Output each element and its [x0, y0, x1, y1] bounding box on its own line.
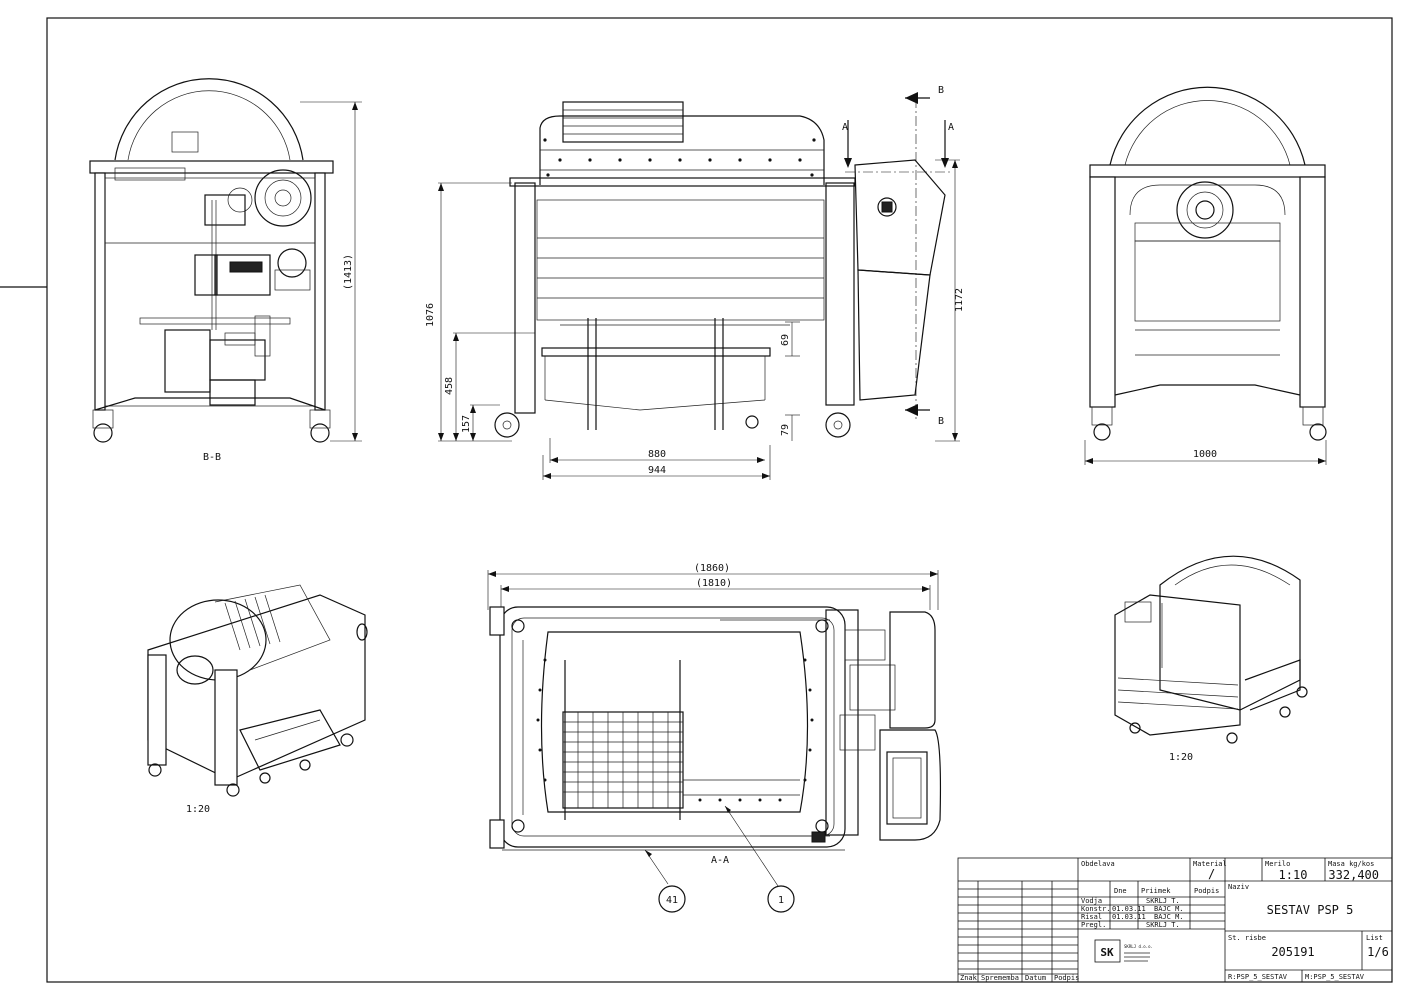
title-block: Obdelava Material / Merilo 1:10 Masa kg/… [957, 857, 1393, 983]
tb-file-right: M:PSP_5_SESTAV [1305, 973, 1365, 981]
tb-naziv-label: Naziv [1228, 883, 1249, 891]
tb-row-label: Pregl. [1081, 921, 1106, 929]
tb-masa-label: Masa kg/kos [1328, 860, 1374, 868]
tb-rev-sprememba: Sprememba [981, 974, 1019, 982]
tb-row-name: SKRLJ T. [1146, 897, 1180, 905]
tb-merilo-value: 1:10 [1279, 868, 1308, 882]
dim-458: 458 [444, 377, 455, 395]
view-side: 1000 [1084, 86, 1327, 465]
dim-69: 69 [780, 334, 791, 346]
tb-podpis: Podpis [1194, 887, 1219, 895]
dim-1172: 1172 [954, 288, 965, 312]
tb-st-risbe-label: St. risbe [1228, 934, 1266, 942]
tb-row-name: BAJC M. [1154, 913, 1184, 921]
tb-row-name: BAJC M. [1154, 905, 1184, 913]
logo-text: SKRLJ d.o.o. [1124, 944, 1153, 949]
tb-obdelava: Obdelava [1081, 860, 1115, 868]
tb-list-value: 1/6 [1367, 945, 1389, 959]
view-label-aa: A-A [711, 855, 729, 866]
dim-1000: 1000 [1193, 449, 1217, 460]
sheet-border [46, 17, 1393, 983]
tb-material-value: / [1208, 867, 1215, 881]
tb-row-date: 01.03.11 [1112, 913, 1146, 921]
view-label-bb: B-B [203, 452, 221, 463]
view-iso-right: 1:20 [1114, 555, 1308, 763]
logo-mark: SK [1100, 946, 1114, 959]
view-iso-left: 1:20 [147, 584, 368, 815]
dim-1810: (1810) [696, 578, 732, 589]
section-marker-a-right: A [948, 122, 954, 133]
view-front: B B A A 1076 458 157 [425, 85, 965, 480]
tb-dne: Dne [1114, 887, 1127, 895]
tb-row-label: Risal [1081, 913, 1102, 921]
tb-list-label: List [1366, 934, 1383, 942]
tb-row-date: 01.03.11 [1112, 905, 1146, 913]
balloon-1: 1 [778, 895, 784, 906]
tb-row-label: Konstr. [1081, 905, 1111, 913]
balloon-41: 41 [666, 895, 678, 906]
tb-rev-znak: Znak [960, 974, 978, 982]
tb-file-left: R:PSP_5_SESTAV [1228, 973, 1288, 981]
dim-1076: 1076 [425, 303, 436, 327]
dim-79: 79 [780, 424, 791, 436]
section-marker-b-bottom: B [938, 416, 944, 427]
tb-priimek: Priimek [1141, 887, 1171, 895]
dim-157: 157 [461, 415, 472, 433]
tb-merilo-label: Merilo [1265, 860, 1290, 868]
dim-1860: (1860) [694, 563, 730, 574]
company-logo: SK SKRLJ d.o.o. [1094, 939, 1153, 963]
view-section-bb: (1413) B-B [89, 78, 362, 463]
tb-rev-podpis: Podpis [1054, 974, 1079, 982]
tb-material-label: Material [1193, 860, 1227, 868]
view-section-aa: (1860) (1810) [487, 563, 942, 913]
iso-left-scale: 1:20 [186, 804, 210, 815]
section-marker-b-top: B [938, 85, 944, 96]
tb-rev-datum: Datum [1025, 974, 1046, 982]
dim-1413: (1413) [343, 254, 354, 290]
tb-masa-value: 332,400 [1328, 868, 1379, 882]
dim-944: 944 [648, 465, 666, 476]
tb-row-label: Vodja [1081, 897, 1102, 905]
iso-right-scale: 1:20 [1169, 752, 1193, 763]
tb-row-name: SKRLJ T. [1146, 921, 1180, 929]
tb-st-risbe-value: 205191 [1271, 945, 1314, 959]
tb-naziv-value: SESTAV PSP 5 [1267, 903, 1354, 917]
section-marker-a-left: A [842, 122, 848, 133]
dim-880: 880 [648, 449, 666, 460]
